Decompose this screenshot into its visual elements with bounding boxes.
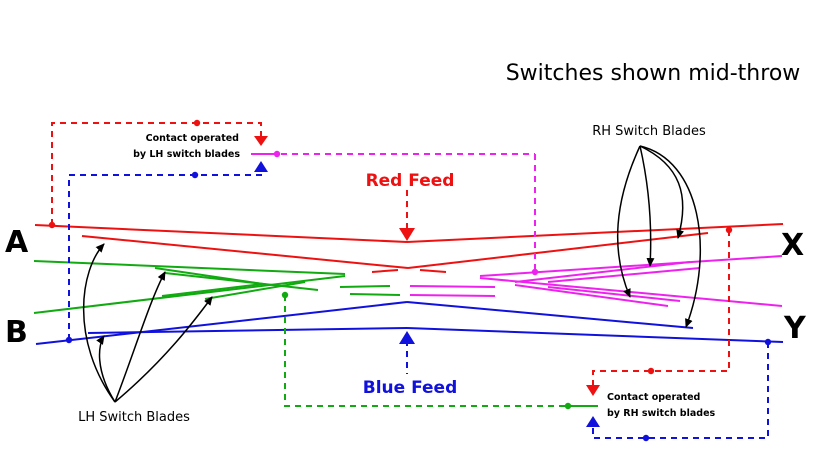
lh-contact-label-line2: by LH switch blades: [133, 149, 240, 160]
terminal-a-label: A: [5, 225, 29, 260]
diagram-title: Switches shown mid-throw: [506, 61, 801, 86]
blue-contact-arrow-right: [586, 416, 600, 427]
blue-feed-arrow: [399, 331, 415, 344]
rh-switch-blades-label: RH Switch Blades: [592, 124, 706, 139]
red-feed-arrow: [399, 228, 415, 241]
blue-feed-label: Blue Feed: [363, 378, 458, 398]
terminal-b-label: B: [5, 315, 28, 350]
red-feed-label: Red Feed: [366, 171, 455, 191]
rh-contact-label-line2: by RH switch blades: [607, 408, 716, 419]
red-rails: [34, 223, 784, 273]
red-feed-wire-right: [592, 230, 730, 387]
terminal-y-label: Y: [783, 311, 807, 346]
magenta-rails: [270, 153, 783, 307]
blue-contact-arrow-left: [254, 161, 268, 172]
red-contact-arrow-right: [586, 385, 600, 396]
blue-feed-wire-left: [68, 170, 262, 340]
red-contact-arrow-left: [254, 136, 268, 146]
green-feed-wire: [284, 295, 590, 407]
lh-blade-pointers: [82, 243, 213, 403]
terminal-x-label: X: [781, 228, 804, 263]
lh-contact-label-line1: Contact operated: [146, 133, 239, 144]
lh-switch-blades-label: LH Switch Blades: [78, 410, 190, 425]
blue-feed-wire-right: [592, 342, 769, 439]
junction-dots: [48, 119, 772, 442]
rh-contact-label-line1: Contact operated: [607, 392, 700, 403]
rh-blade-pointers: [616, 145, 702, 328]
green-rails: [33, 260, 401, 314]
